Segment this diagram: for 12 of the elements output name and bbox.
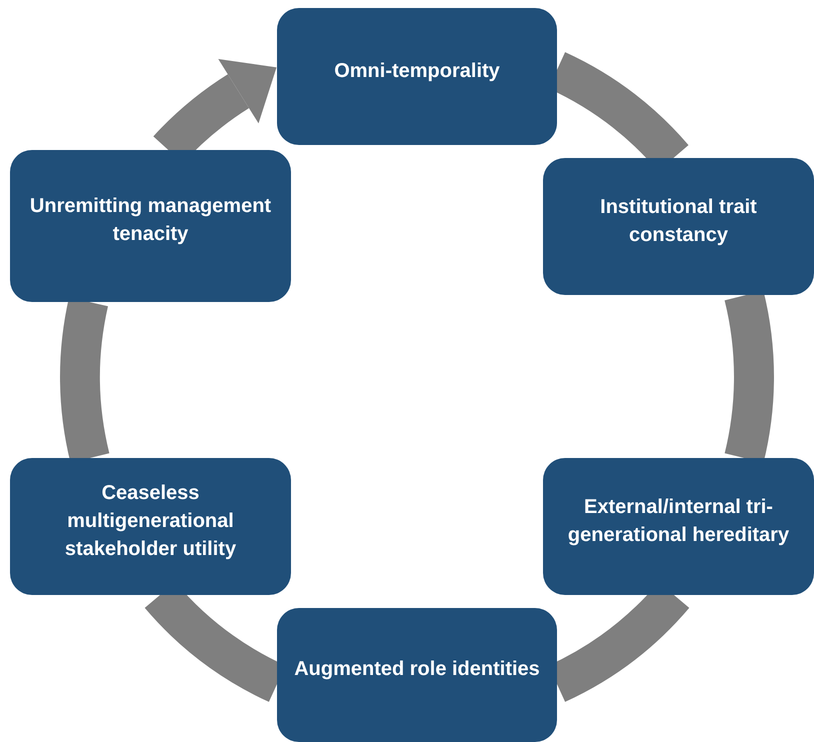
box-label: External/internal tri-generational hereditary [566,494,790,548]
box-label: Unremitting management tenacity [28,194,272,247]
box-label: Ceaseless multigenerational stakeholder utility [64,480,238,562]
process-box [543,458,814,595]
box-label: Omni-temporality [334,58,500,84]
process-box [543,158,814,295]
process-box [10,150,291,302]
process-box [277,608,557,742]
process-box [10,458,291,595]
box-label: Augmented role identities [294,657,540,682]
box-label: Institutional trait constancy [599,194,758,248]
process-box [277,8,557,145]
